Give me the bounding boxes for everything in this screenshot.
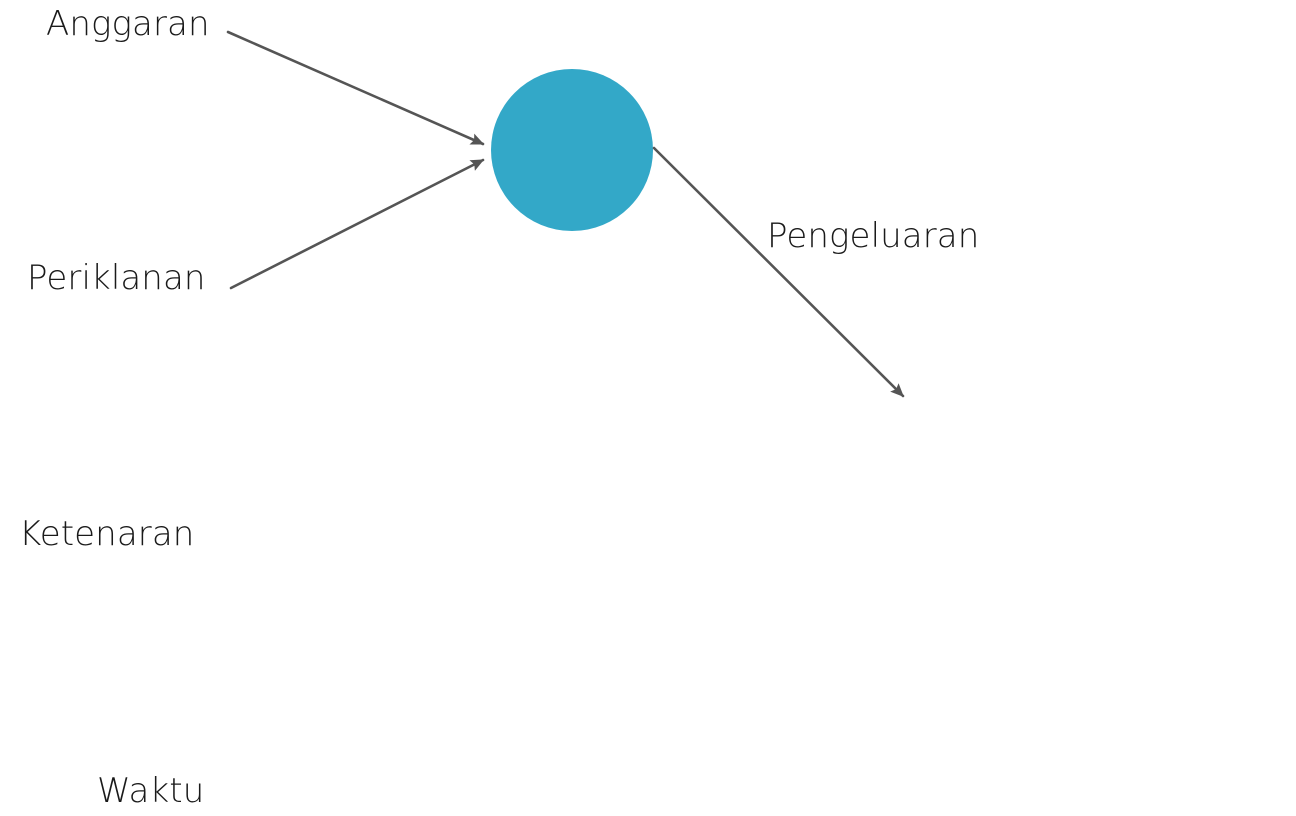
label-anggaran[interactable]: Anggaran <box>46 4 210 44</box>
edge-anggaran-to-node[interactable] <box>226 30 485 146</box>
edge-periklanan-to-node[interactable] <box>229 158 485 290</box>
central-node-circle[interactable] <box>491 69 653 231</box>
label-waktu[interactable]: Waktu <box>97 771 205 811</box>
edge-node-to-pengeluaran[interactable] <box>652 146 905 398</box>
label-ketenaran[interactable]: Ketenaran <box>19 514 195 554</box>
label-pengeluaran[interactable]: Pengeluaran <box>767 216 980 256</box>
label-periklanan[interactable]: Periklanan <box>27 258 206 298</box>
